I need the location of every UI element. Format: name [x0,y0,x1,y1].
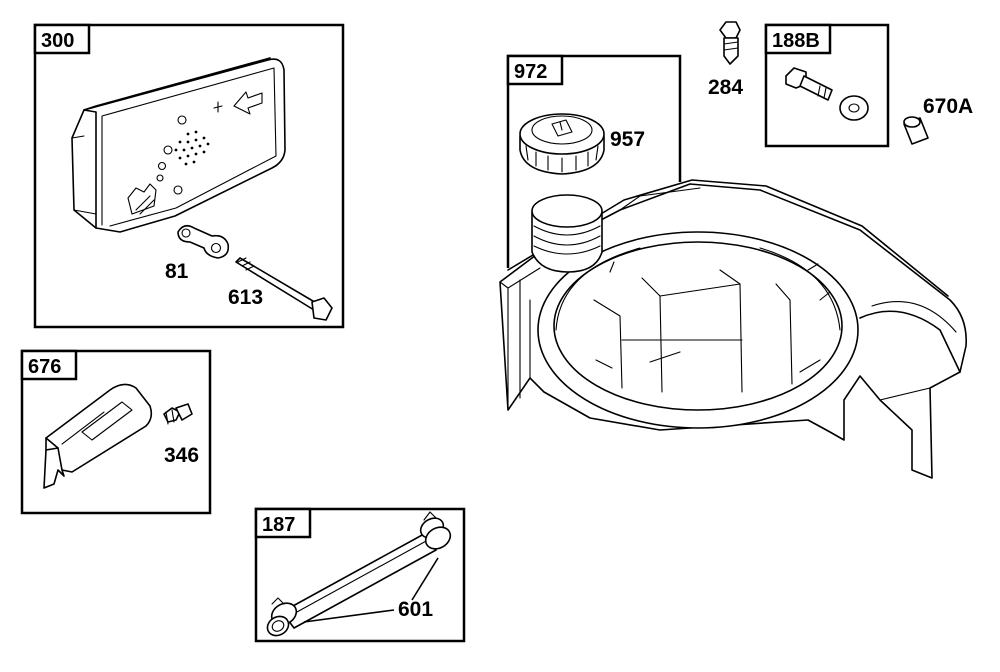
group-187-tag: 187 [262,514,295,536]
group-187-box[interactable]: 187 [254,507,466,643]
bushing-670A-part[interactable] [903,116,929,145]
group-300-tag: 300 [41,30,74,52]
leader-601-lower [303,609,395,623]
washer-188B-part[interactable] [839,95,869,121]
callout-957: 957 [610,128,645,151]
fuel-line-187-part[interactable] [264,511,454,639]
callout-613: 613 [228,286,263,309]
callout-601: 601 [398,598,433,621]
group-972-box[interactable]: 972 [506,54,682,268]
group-300-box[interactable]: 300 [33,23,345,329]
group-972-tag: 972 [514,61,547,83]
muffler-vent-holes [174,130,210,166]
screw-346-part[interactable] [163,403,193,425]
gasket-81-part[interactable] [177,224,230,259]
group-188B-box[interactable]: 188B [764,23,890,148]
callout-81: 81 [165,260,189,283]
fuel-tank-972-part[interactable] [499,179,967,479]
group-676-box[interactable]: 676 [20,349,212,515]
bolt-284-part[interactable] [719,21,741,65]
muffler-part[interactable] [71,57,286,233]
callout-346: 346 [164,444,199,467]
fuel-cap-957-part[interactable] [519,113,605,175]
group-676-tag: 676 [28,356,61,378]
shield-676-part[interactable] [43,383,153,489]
leader-601-upper [411,557,439,601]
bolt-613-part[interactable] [235,257,333,321]
callout-284: 284 [708,76,743,99]
callout-670A: 670A [923,95,973,118]
shoulder-bolt-188B-part[interactable] [785,67,833,101]
group-188B-tag: 188B [772,30,820,52]
